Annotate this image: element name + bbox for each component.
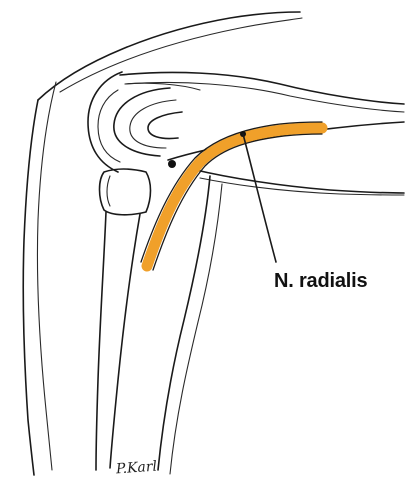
- olecranon-inner-curve: [98, 90, 120, 162]
- artist-signature: P.Karl: [115, 459, 157, 478]
- olecranon-outer-curve: [88, 72, 122, 172]
- arm-left-outer-contour: [23, 100, 38, 475]
- joint-dot: [168, 160, 176, 168]
- joint-curve-1: [114, 88, 170, 156]
- label-leader-line: [243, 134, 276, 262]
- radius-left-edge: [96, 212, 106, 470]
- ulna-edge-2: [170, 184, 222, 474]
- joint-curve-3: [148, 112, 182, 139]
- upper-arm-top-contour: [38, 12, 300, 100]
- radial-head-rim: [107, 176, 110, 206]
- humerus-lower-edge-3: [196, 170, 404, 193]
- humerus-upper-edge-2: [125, 83, 404, 113]
- radius-right-edge: [110, 214, 140, 468]
- arm-left-inner-contour: [37, 82, 56, 470]
- nerve-label: N. radialis: [274, 270, 367, 293]
- joint-curve-2: [130, 100, 176, 148]
- radial-nerve: [147, 128, 322, 266]
